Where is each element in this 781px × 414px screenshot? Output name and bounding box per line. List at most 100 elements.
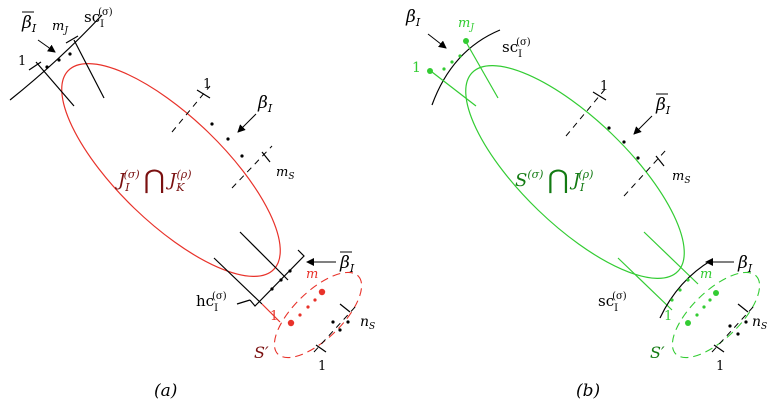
s-prime-ellipse [671, 271, 761, 359]
top-beta-bar-label: βI [21, 13, 37, 35]
main-ellipse [465, 64, 685, 280]
bracket-dot [270, 287, 274, 291]
bottom-line-1 [617, 257, 673, 311]
bottom-arc-label: scI(σ) [598, 291, 627, 314]
right-one-label: 1 [600, 79, 608, 94]
n-dot [338, 328, 342, 332]
right-dot [636, 156, 640, 160]
n-dot [331, 320, 335, 324]
green-dot-1 [427, 68, 433, 74]
bottom-beta-bar-label: βI [339, 253, 355, 275]
center-expression: S(σ)⋂JI(ρ) [515, 165, 593, 195]
right-dot [240, 154, 244, 158]
right-one-label: 1 [203, 77, 211, 92]
right-m-label: mS [276, 165, 295, 182]
green-dot-1 [685, 320, 691, 326]
n-tick-bottom [713, 344, 725, 353]
n-dash [313, 305, 357, 353]
top-one-label: 1 [18, 54, 26, 69]
bottom-line-2 [643, 231, 699, 285]
top-tick-1 [28, 61, 42, 71]
n-tick-top [737, 303, 749, 313]
caption-a: (a) [154, 381, 177, 401]
arc-dot [670, 298, 674, 302]
green-small-dot [442, 67, 446, 71]
right-dash-m [231, 145, 273, 189]
right-dot [607, 126, 611, 130]
top-beta-arrow [427, 33, 447, 49]
n-dot [744, 320, 748, 324]
n-tick-bottom [315, 344, 327, 353]
n-dot [346, 320, 350, 324]
n-tick-top [339, 303, 351, 313]
right-dot [622, 140, 626, 144]
green-small-dot [695, 313, 699, 317]
bottom-one-black: 1 [716, 359, 724, 374]
top-m-label: mJ [52, 19, 69, 36]
red-small-dot [313, 298, 317, 302]
right-tick-m [261, 151, 271, 163]
s-prime-label: S′ [254, 343, 269, 362]
s-prime-label: S′ [650, 343, 665, 362]
bracket-dot [279, 278, 283, 282]
panel-a: βI mJ 1 scI(σ) JI(σ)⋂JK(ρ) 1 βI mS βI h [9, 7, 375, 401]
n-label: nS [360, 314, 375, 332]
arc-dot [678, 288, 682, 292]
bottom-beta-label: βI [737, 253, 753, 275]
right-beta-bar-label: βI [655, 95, 671, 117]
green-dot-m [713, 290, 719, 296]
top-arc-label: scI(σ) [84, 7, 113, 30]
bottom-m-green: m [700, 267, 712, 282]
green-small-dot [708, 298, 712, 302]
top-arc-label: scI(σ) [502, 37, 531, 60]
bottom-line-1 [213, 257, 263, 305]
right-dash-1 [171, 85, 211, 133]
right-m-label: mS [672, 169, 691, 186]
n-dot [728, 324, 732, 328]
right-beta-arrow [633, 115, 653, 135]
green-dot-m [463, 38, 469, 44]
top-dot [68, 52, 72, 56]
right-tick-1 [592, 91, 607, 101]
red-small-dot [306, 305, 310, 309]
green-small-dot [450, 60, 454, 64]
top-beta-label: βI [405, 7, 421, 29]
green-small-dot [458, 54, 462, 58]
bottom-one-green: 1 [664, 309, 672, 324]
top-line-right [465, 41, 499, 99]
n-label: nS [752, 314, 767, 332]
bracket-label: hcI(σ) [196, 291, 227, 314]
right-tick-1 [196, 89, 211, 99]
green-small-dot [702, 305, 706, 309]
main-ellipse [61, 62, 281, 278]
top-arc [431, 29, 501, 106]
n-dash [711, 305, 755, 353]
bottom-line-3 [261, 303, 281, 323]
right-dot [226, 137, 230, 141]
top-dot [45, 65, 49, 69]
top-one-label: 1 [412, 60, 421, 76]
n-dot [736, 332, 740, 336]
bottom-bracket [249, 249, 305, 307]
top-tick-m [65, 35, 79, 44]
right-dash-1 [565, 87, 607, 137]
right-tick-m [655, 155, 665, 167]
bottom-line-2 [239, 231, 289, 281]
red-small-dot [298, 313, 302, 317]
top-arc [9, 14, 103, 101]
top-dot [57, 58, 61, 62]
top-m-label: mJ [458, 16, 475, 33]
bottom-one-red: 1 [270, 309, 278, 324]
bracket-dot [288, 269, 292, 273]
right-beta-arrow [237, 113, 257, 133]
center-expression: JI(σ)⋂JK(ρ) [114, 165, 192, 195]
bottom-one-black: 1 [318, 359, 326, 374]
panel-b: βI mJ 1 scI(σ) S(σ)⋂JI(ρ) 1 βI mS βI scI… [405, 7, 767, 401]
red-dot-m [318, 288, 326, 296]
right-beta-label: βI [257, 93, 273, 115]
red-dot-1 [287, 319, 295, 327]
top-line-left [35, 61, 75, 107]
bottom-m-red: m [306, 267, 318, 282]
top-beta-arrow [37, 39, 56, 53]
